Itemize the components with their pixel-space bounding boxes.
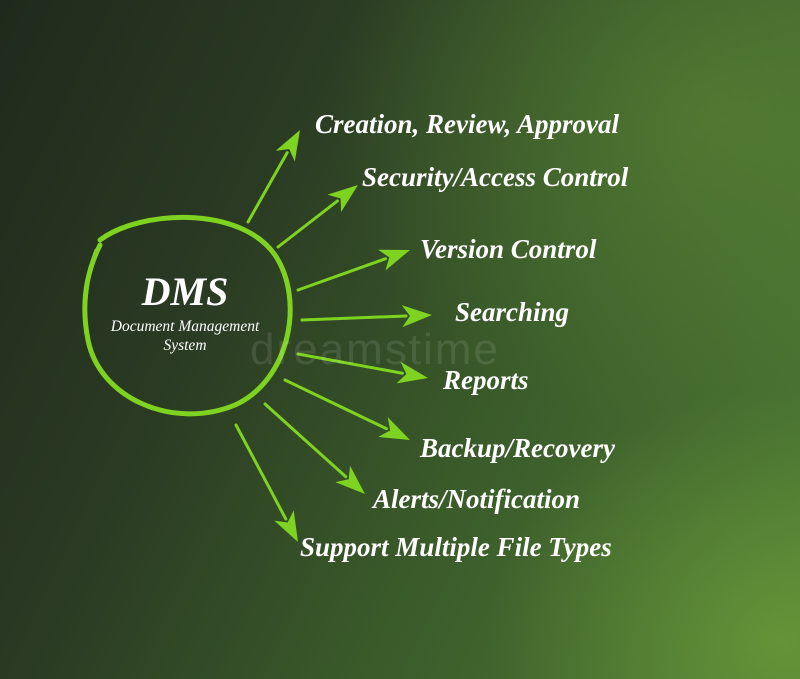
arrow-searching	[300, 305, 432, 328]
feature-version: Version Control	[420, 234, 597, 264]
arrow-security	[276, 185, 358, 249]
arrow-reports	[296, 352, 428, 384]
arrow-shaft	[263, 402, 348, 479]
arrow-shaft	[283, 378, 389, 431]
arrow-shaft	[296, 352, 404, 375]
arrow-head	[378, 249, 410, 271]
feature-searching: Searching	[455, 297, 570, 327]
feature-creation: Creation, Review, Approval	[315, 109, 619, 139]
hub-subtitle-line2: System	[163, 336, 207, 354]
arrow-head	[327, 185, 358, 213]
feature-backup: Backup/Recovery	[420, 433, 615, 463]
arrow-head	[401, 305, 432, 328]
arrow-shaft	[234, 423, 288, 521]
arrow-head	[396, 361, 428, 384]
feature-security: Security/Access Control	[362, 162, 629, 192]
arrow-shaft	[300, 314, 408, 322]
feature-arrows	[234, 130, 432, 542]
arrow-alerts	[263, 402, 365, 494]
arrow-creation	[246, 130, 300, 224]
arrow-backup	[283, 378, 410, 440]
feature-reports: Reports	[443, 365, 529, 395]
feature-filetypes: Support Multiple File Types	[300, 532, 612, 562]
arrow-head	[274, 510, 298, 542]
hub-title: DMS	[141, 269, 229, 314]
arrow-shaft	[276, 199, 339, 249]
arrow-shaft	[296, 257, 388, 292]
arrow-head	[275, 130, 300, 162]
watermark: dreamstime	[250, 325, 500, 374]
arrow-shaft	[246, 151, 289, 224]
arrow-filetypes	[234, 423, 298, 542]
hub-subtitle-line1: Document Management	[110, 318, 260, 335]
arrow-version	[296, 249, 410, 292]
arrow-head	[378, 417, 410, 440]
hub-subtitle: Document Management System	[82, 318, 288, 355]
hub-circle	[82, 214, 293, 417]
arrow-head	[335, 465, 365, 494]
feature-alerts: Alerts/Notification	[373, 484, 581, 514]
